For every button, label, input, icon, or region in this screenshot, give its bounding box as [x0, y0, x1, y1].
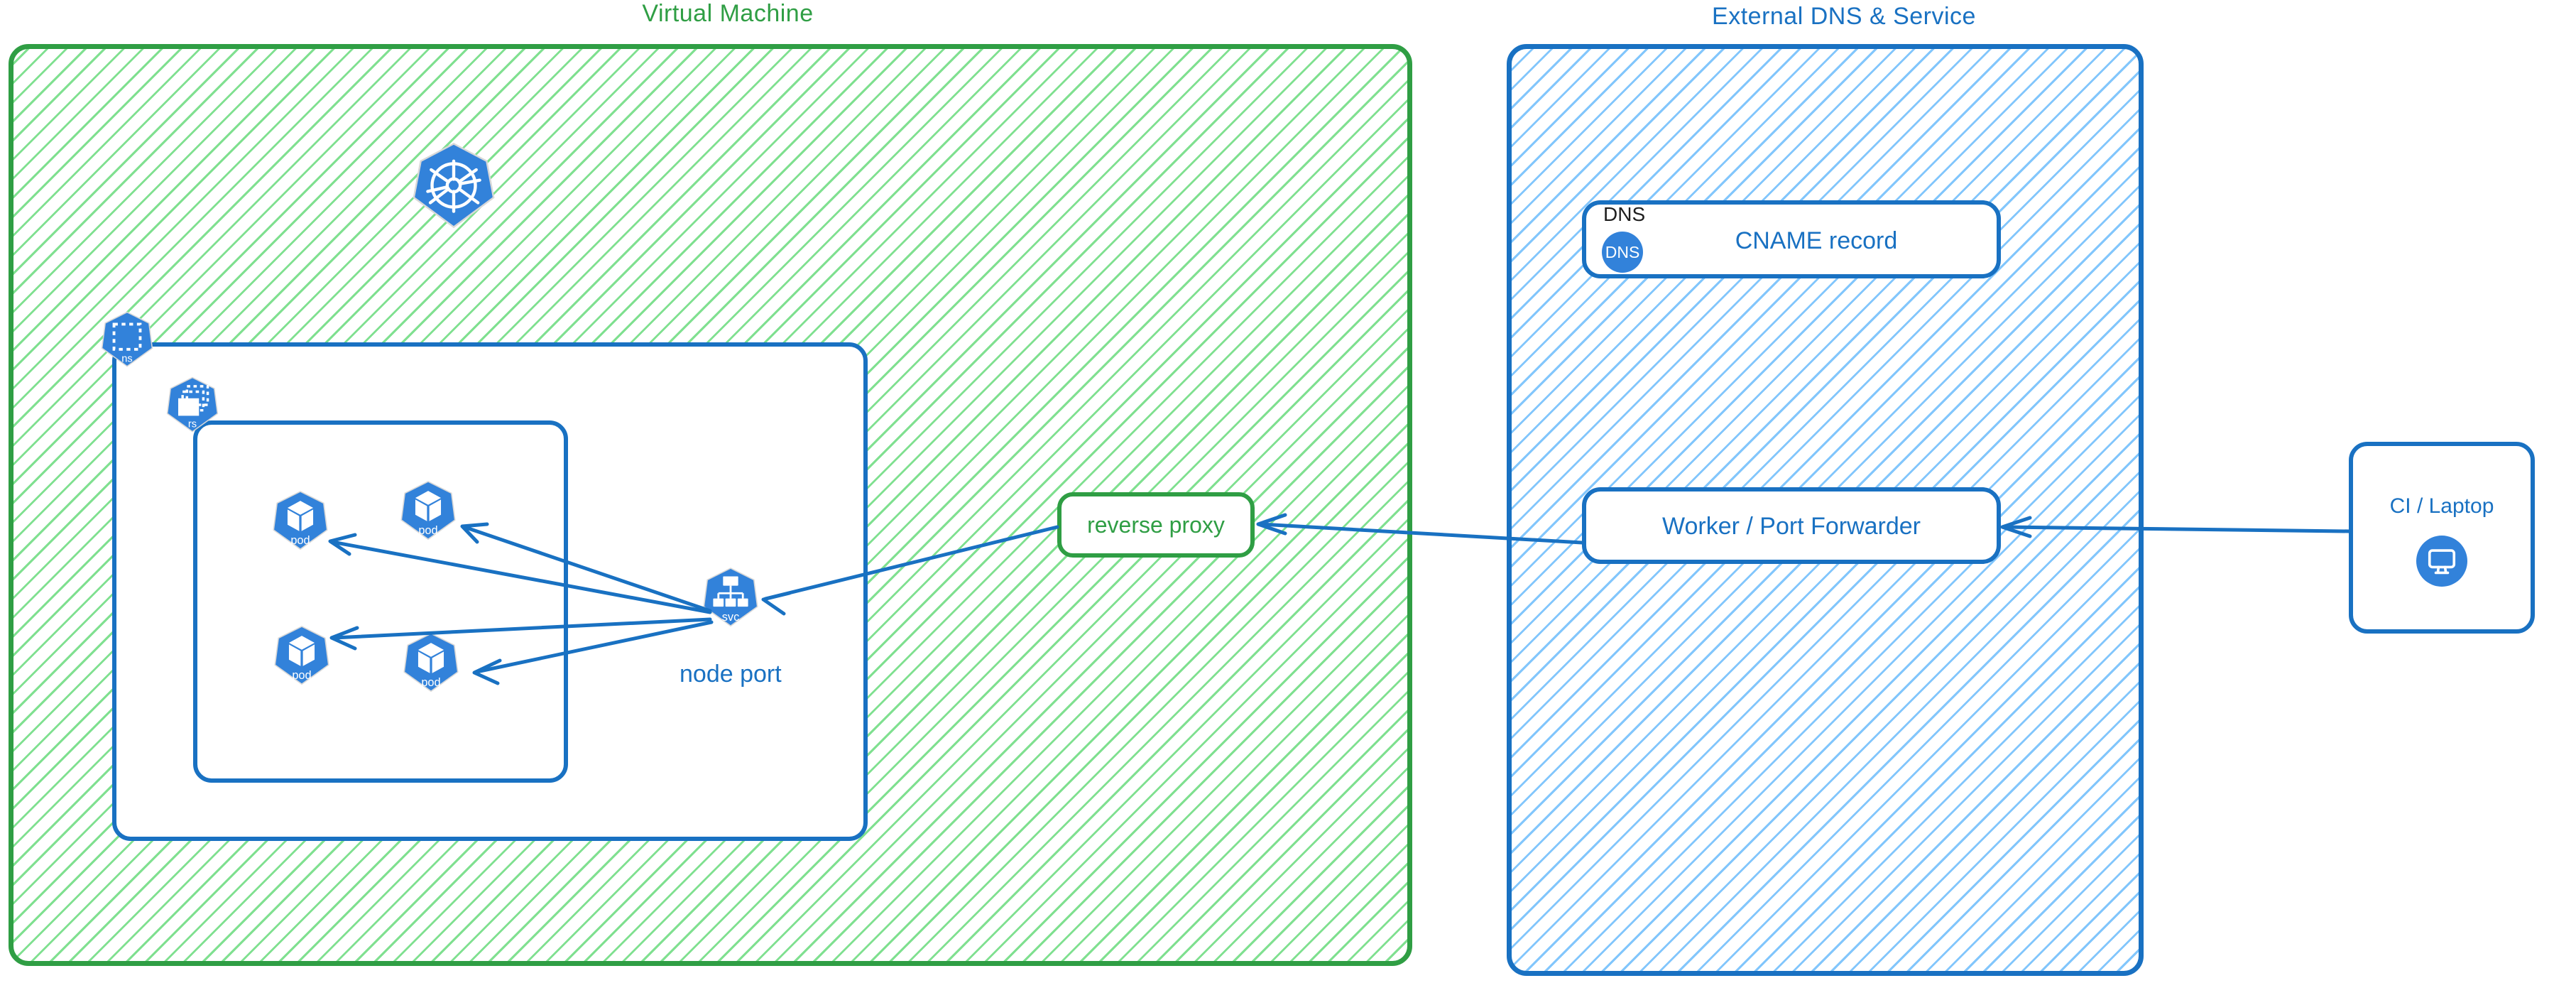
- kubernetes-pod-icon-1: pod: [271, 490, 329, 551]
- replicaset-container: [193, 420, 568, 783]
- dns-circle-icon: DNS: [1602, 232, 1643, 273]
- dns-card-title: CNAME record: [1735, 227, 1898, 254]
- kubernetes-pod-icon-3: pod: [273, 625, 331, 686]
- node-port-caption: node port: [680, 661, 782, 688]
- worker-port-forwarder-label: Worker / Port Forwarder: [1661, 513, 1921, 540]
- pod-badge-label-2: pod: [418, 524, 437, 537]
- service-badge-label: svc: [722, 611, 740, 624]
- kubernetes-replicaset-icon: rs: [165, 376, 220, 433]
- reverse-proxy-card[interactable]: reverse proxy: [1057, 492, 1255, 558]
- kubernetes-wheel-icon: [410, 142, 497, 229]
- worker-port-forwarder-card[interactable]: Worker / Port Forwarder: [1582, 487, 2001, 564]
- reverse-proxy-label: reverse proxy: [1087, 512, 1225, 538]
- zone-title-external-dns-service: External DNS & Service: [1712, 3, 1976, 30]
- ci-laptop-label: CI / Laptop: [2389, 494, 2494, 518]
- dns-card-header: DNS: [1603, 203, 1646, 225]
- kubernetes-service-icon: svc: [702, 567, 760, 628]
- ci-laptop-card[interactable]: CI / Laptop: [2349, 442, 2535, 634]
- kubernetes-pod-icon-4: pod: [402, 632, 460, 693]
- replicaset-badge-label: rs: [188, 419, 197, 430]
- pod-badge-label-3: pod: [292, 669, 311, 682]
- dns-card[interactable]: DNS DNS CNAME record: [1582, 200, 2001, 278]
- kubernetes-namespace-icon: ns: [99, 311, 155, 368]
- desktop-monitor-icon: [2416, 536, 2467, 587]
- dns-badge-label: DNS: [1605, 242, 1640, 261]
- zone-title-virtual-machine: Virtual Machine: [642, 0, 814, 27]
- kubernetes-pod-icon-2: pod: [399, 480, 457, 541]
- namespace-badge-label: ns: [121, 354, 132, 365]
- pod-badge-label-1: pod: [290, 534, 310, 547]
- pod-badge-label-4: pod: [421, 676, 440, 689]
